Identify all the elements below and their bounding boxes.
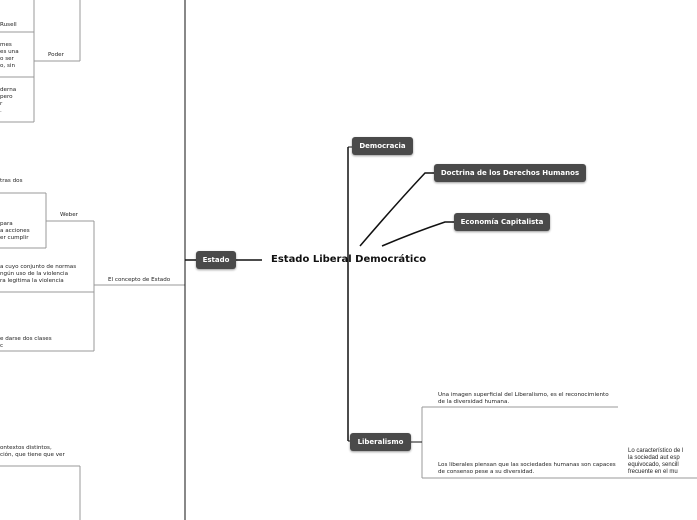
weber-label: Weber: [60, 212, 78, 218]
node-economia-capitalista[interactable]: Economía Capitalista: [454, 213, 550, 231]
bottom-text: ontextos distintos,ción, que tiene que v…: [0, 445, 65, 458]
node-democracia[interactable]: Democracia: [352, 137, 413, 155]
liberalismo-text-2: Los liberales piensan que las sociedades…: [438, 462, 616, 475]
russell-label: Rusell: [0, 22, 17, 28]
poder-label: Poder: [48, 52, 64, 58]
liberalismo-text-1: Una imagen superficial del Liberalismo, …: [438, 392, 609, 405]
concepto-label: El concepto de Estado: [108, 277, 171, 283]
tras-dos-text: tras dos: [0, 178, 23, 184]
node-estado[interactable]: Estado: [196, 251, 236, 269]
central-topic[interactable]: Estado Liberal Democrático: [271, 254, 427, 265]
node-doctrina-derechos-humanos[interactable]: Doctrina de los Derechos Humanos: [434, 164, 586, 182]
node-liberalismo[interactable]: Liberalismo: [350, 433, 411, 451]
